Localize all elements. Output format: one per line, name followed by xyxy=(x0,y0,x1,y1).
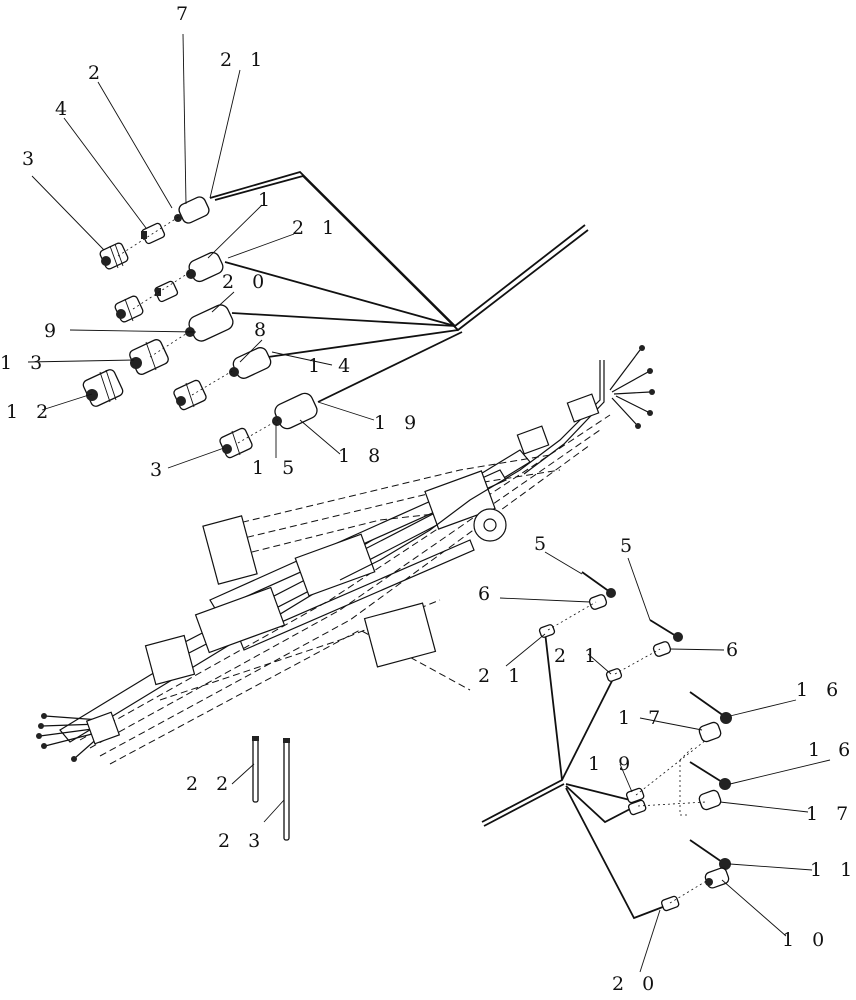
leader-lines xyxy=(27,33,831,973)
callout-6-right: 6 xyxy=(726,639,744,661)
fitting-3-top xyxy=(99,242,129,270)
fitting-row2 xyxy=(114,295,144,323)
callout-14: 1 4 xyxy=(308,355,356,377)
fitting-3-bottom xyxy=(219,427,253,459)
callout-5-right: 5 xyxy=(620,535,638,557)
callout-13: 1 3 xyxy=(0,352,48,374)
implement-frame xyxy=(36,345,655,765)
callout-16-top: 1 6 xyxy=(796,679,844,701)
fitting-row4 xyxy=(173,379,207,411)
callout-20-bottom: 2 0 xyxy=(612,973,660,995)
callout-7: 7 xyxy=(176,3,194,25)
callout-5-left: 5 xyxy=(534,533,552,555)
callout-23: 2 3 xyxy=(218,830,266,852)
callout-12: 1 2 xyxy=(6,401,54,423)
callout-21-lower-left: 2 1 xyxy=(478,665,526,687)
callout-8: 8 xyxy=(254,319,272,341)
coupler-1 xyxy=(186,251,224,283)
callout-22: 2 2 xyxy=(186,773,234,795)
callout-18: 1 8 xyxy=(338,445,386,467)
callout-6-left: 6 xyxy=(478,583,496,605)
pins xyxy=(252,736,290,841)
hose-tips-top xyxy=(516,345,655,455)
callout-21-top: 2 1 xyxy=(220,49,268,71)
callout-16-bottom: 1 6 xyxy=(808,739,856,761)
callout-20-top: 2 0 xyxy=(222,271,270,293)
hose-tips-bottom xyxy=(36,711,121,762)
upper-fittings xyxy=(82,196,318,459)
callout-3-top: 3 xyxy=(22,148,40,170)
callout-3-bottom: 3 xyxy=(150,459,168,481)
fitting-12 xyxy=(82,369,124,407)
callout-9: 9 xyxy=(44,320,62,342)
nut-13 xyxy=(129,339,169,375)
callout-15: 1 5 xyxy=(252,457,300,479)
callout-17-top: 1 7 xyxy=(618,707,666,729)
callout-10: 1 0 xyxy=(782,929,830,951)
callout-19-top: 1 9 xyxy=(374,412,422,434)
coupler-18 xyxy=(272,392,318,430)
lower-parts xyxy=(547,571,732,904)
callout-2: 2 xyxy=(88,62,106,84)
callout-11: 1 1 xyxy=(810,859,856,881)
coupler-9 xyxy=(185,304,234,342)
callout-labels: 7 2 2 1 4 3 1 2 1 2 0 9 8 1 3 1 4 1 2 1 … xyxy=(0,3,856,995)
coupler-7 xyxy=(174,196,210,224)
adapter-row2 xyxy=(154,280,179,303)
callout-19-bottom: 1 9 xyxy=(588,753,636,775)
coupler-8 xyxy=(229,347,272,379)
upper-hose-bundle xyxy=(209,170,589,403)
callout-4: 4 xyxy=(55,98,73,120)
callout-21-second: 2 1 xyxy=(292,217,340,239)
lower-hose-bundle xyxy=(481,624,680,920)
callout-1: 1 xyxy=(258,189,276,211)
callout-21-lower-mid: 2 1 xyxy=(554,645,602,667)
callout-17-bottom: 1 7 xyxy=(806,803,854,825)
